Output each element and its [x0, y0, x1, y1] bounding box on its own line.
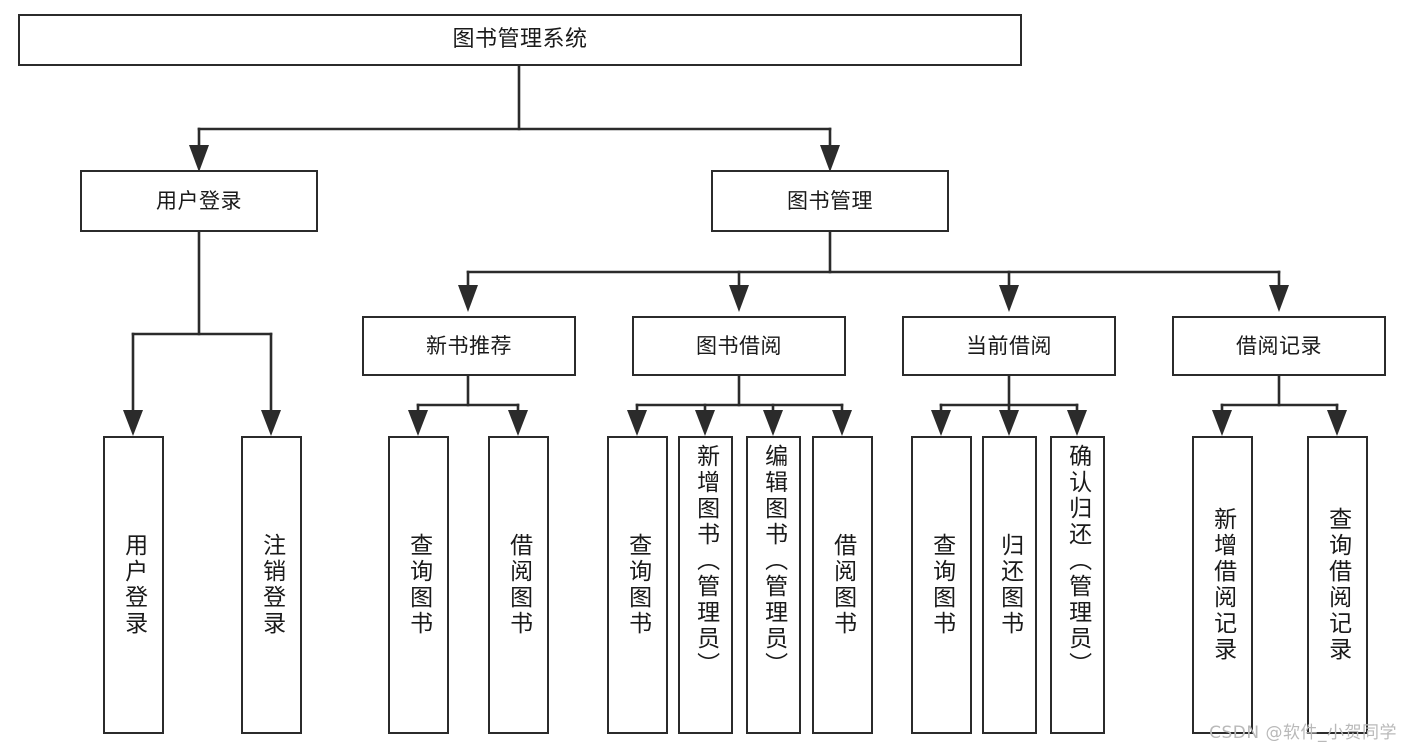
node-leaf-logout-login-label: 注销登录 [258, 533, 285, 637]
node-leaf-return-book-label: 归还图书 [996, 533, 1023, 637]
node-new-book-recommend[interactable]: 新书推荐 [362, 316, 576, 376]
node-leaf-edit-book[interactable]: 编辑图书（管理员） [746, 436, 801, 734]
node-leaf-borrow-book-1[interactable]: 借阅图书 [488, 436, 549, 734]
node-leaf-query-borrow-record[interactable]: 查询借阅记录 [1307, 436, 1368, 734]
node-user-login[interactable]: 用户登录 [80, 170, 318, 232]
node-leaf-confirm-return[interactable]: 确认归还（管理员） [1050, 436, 1105, 734]
node-leaf-logout-login[interactable]: 注销登录 [241, 436, 302, 734]
node-leaf-add-borrow-record-label: 新增借阅记录 [1209, 507, 1236, 663]
arrowhead-leaf-logout-login [261, 410, 281, 436]
arrowhead-leaf-borrow-book-2 [832, 410, 852, 436]
node-borrow-record-label: 借阅记录 [1236, 333, 1322, 358]
node-leaf-user-login-label: 用户登录 [120, 533, 147, 637]
node-book-manage-label: 图书管理 [787, 188, 873, 213]
arrowhead-leaf-borrow-book-1 [508, 410, 528, 436]
arrowhead-leaf-user-login [123, 410, 143, 436]
node-leaf-confirm-return-label: 确认归还（管理员） [1064, 444, 1091, 678]
node-leaf-borrow-book-1-label: 借阅图书 [505, 533, 532, 637]
node-book-borrow[interactable]: 图书借阅 [632, 316, 846, 376]
node-leaf-query-book-3[interactable]: 查询图书 [911, 436, 972, 734]
arrowhead-leaf-add-book [695, 410, 715, 436]
node-leaf-query-book-2-label: 查询图书 [624, 533, 651, 637]
arrowhead-leaf-add-borrow-record [1212, 410, 1232, 436]
csdn-watermark: CSDN @软件_小贺同学 [1209, 723, 1397, 743]
node-leaf-add-book[interactable]: 新增图书（管理员） [678, 436, 733, 734]
node-borrow-record[interactable]: 借阅记录 [1172, 316, 1386, 376]
node-leaf-borrow-book-2-label: 借阅图书 [829, 533, 856, 637]
node-book-manage[interactable]: 图书管理 [711, 170, 949, 232]
arrowhead-leaf-return-book [999, 410, 1019, 436]
node-leaf-borrow-book-2[interactable]: 借阅图书 [812, 436, 873, 734]
node-leaf-edit-book-label: 编辑图书（管理员） [760, 444, 787, 678]
arrowhead-leaf-confirm-return [1067, 410, 1087, 436]
arrowhead-leaf-query-borrow-record [1327, 410, 1347, 436]
node-current-borrow[interactable]: 当前借阅 [902, 316, 1116, 376]
arrowhead-leaf-edit-book [763, 410, 783, 436]
arrowhead-current-borrow [999, 285, 1019, 312]
arrowhead-leaf-query-book-2 [627, 410, 647, 436]
node-current-borrow-label: 当前借阅 [966, 333, 1052, 358]
node-leaf-query-borrow-record-label: 查询借阅记录 [1324, 507, 1351, 663]
node-root[interactable]: 图书管理系统 [18, 14, 1022, 66]
node-leaf-query-book-1-label: 查询图书 [405, 533, 432, 637]
node-leaf-query-book-2[interactable]: 查询图书 [607, 436, 668, 734]
node-leaf-add-book-label: 新增图书（管理员） [692, 444, 719, 678]
arrowhead-book-borrow [729, 285, 749, 312]
arrowhead-new-book-recommend [458, 285, 478, 312]
arrowhead-user-login [189, 145, 209, 172]
node-leaf-add-borrow-record[interactable]: 新增借阅记录 [1192, 436, 1253, 734]
arrowhead-borrow-record [1269, 285, 1289, 312]
node-leaf-return-book[interactable]: 归还图书 [982, 436, 1037, 734]
node-user-login-label: 用户登录 [156, 188, 242, 213]
node-leaf-query-book-1[interactable]: 查询图书 [388, 436, 449, 734]
node-leaf-user-login[interactable]: 用户登录 [103, 436, 164, 734]
node-book-borrow-label: 图书借阅 [696, 333, 782, 358]
node-root-label: 图书管理系统 [452, 27, 588, 53]
arrowhead-leaf-query-book-3 [931, 410, 951, 436]
arrowhead-book-manage [820, 145, 840, 172]
node-new-book-recommend-label: 新书推荐 [426, 333, 512, 358]
node-leaf-query-book-3-label: 查询图书 [928, 533, 955, 637]
arrowhead-leaf-query-book-1 [408, 410, 428, 436]
